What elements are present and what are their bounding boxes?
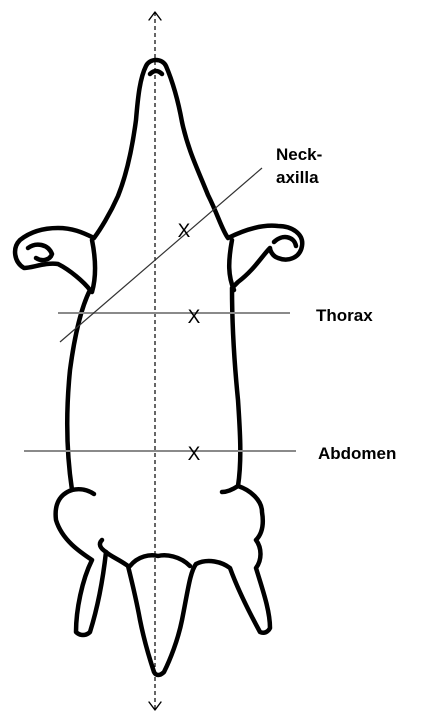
right-shoulder-detail [229, 240, 234, 290]
abdomen-label: Abdomen [318, 444, 396, 463]
thorax-marker: X [188, 307, 201, 328]
right-forepaw-detail [274, 237, 296, 246]
left-hip-detail [72, 489, 94, 494]
neck-axilla-marker: X [178, 221, 191, 242]
animal-outline [15, 60, 302, 675]
neck-axilla-label-line1: Neck- [276, 145, 322, 164]
thorax-label: Thorax [316, 306, 373, 325]
tail-base-detail [130, 555, 190, 566]
right-hip-detail [222, 486, 238, 492]
left-hindleg-detail [100, 540, 106, 552]
nose-detail [150, 71, 162, 74]
left-shoulder-detail [92, 240, 95, 292]
left-forepaw-detail [28, 245, 52, 260]
neck-axilla-label-line2: axilla [276, 168, 319, 187]
abdomen-marker: X [188, 444, 201, 465]
